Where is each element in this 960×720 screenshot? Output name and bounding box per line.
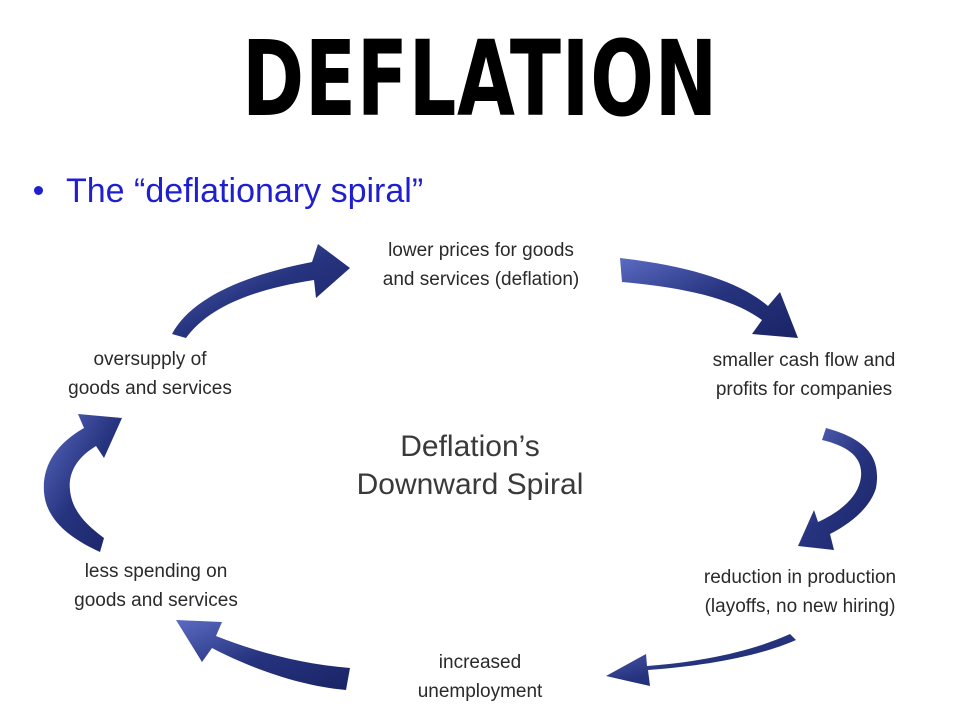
bullet-dot-icon <box>30 178 52 200</box>
step-smaller-cash-flow: smaller cash flow and profits for compan… <box>712 350 896 400</box>
arrow-production-to-unemployment <box>606 634 796 686</box>
arrow-oversupply-to-lower-prices <box>172 244 350 338</box>
arrow-lower-prices-to-cash-flow <box>620 258 798 338</box>
step-reduction-production: reduction in production (layoffs, no new… <box>703 567 897 617</box>
arrow-spending-to-oversupply <box>43 414 122 552</box>
bullet-item: The “deflationary spiral” <box>30 172 423 211</box>
step-increased-unemployment: increased unemployment <box>417 652 543 702</box>
step-lower-prices: lower prices for goods and services (def… <box>382 240 580 290</box>
bullet-text: The “deflationary spiral” <box>66 172 424 210</box>
slide-title: DEFLATION <box>241 18 719 140</box>
arrow-unemployment-to-spending <box>176 620 350 690</box>
step-oversupply: oversupply of goods and services <box>68 349 232 399</box>
diagram-center-title: Deflation’s Downward Spiral <box>356 430 584 501</box>
step-less-spending: less spending on goods and services <box>74 561 238 611</box>
arrow-cash-flow-to-production <box>798 428 878 550</box>
